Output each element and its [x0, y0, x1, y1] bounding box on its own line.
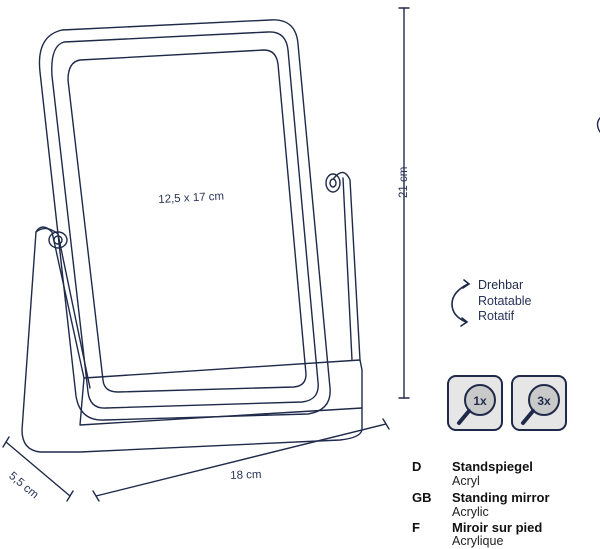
product-material: Acryl: [452, 474, 480, 488]
product-title: Standspiegel: [452, 459, 533, 474]
language-code: D: [412, 459, 422, 474]
left-bracket: [35, 227, 91, 389]
magnifier-icon: [457, 384, 496, 425]
product-title: Standing mirror: [452, 490, 550, 505]
product-material: Acrylic: [452, 505, 489, 519]
language-code: GB: [412, 490, 432, 505]
rotation-line: Drehbar: [478, 278, 524, 292]
right-bracket: [333, 171, 361, 361]
rotation-info: Drehbar Rotatable Rotatif: [478, 278, 532, 325]
depth-dimension-line: [5, 441, 71, 497]
magnification-label: 3x: [537, 394, 551, 408]
width-dimension-line: [95, 423, 387, 497]
mirror-base-top: [79, 377, 363, 426]
height-label: 21 cm: [398, 166, 410, 198]
mirror-base: [21, 226, 363, 453]
right-pivot: [325, 173, 341, 193]
product-title: Miroir sur pied: [452, 520, 543, 535]
rotation-line: Rotatif: [478, 309, 515, 323]
product-material: Acrylique: [452, 534, 504, 548]
magnifier-1x-badge: 1x: [447, 375, 503, 431]
magnifier-3x-badge: 3x: [511, 375, 567, 431]
rotation-line: Rotatable: [478, 293, 532, 308]
magnification-label: 1x: [473, 394, 487, 408]
magnifier-icon: [521, 384, 560, 425]
language-code: F: [412, 520, 420, 535]
rotate-arrows-icon: [451, 279, 471, 327]
width-label: 18 cm: [230, 468, 262, 482]
mirror-frame: [38, 19, 331, 421]
mirror-glass: [67, 49, 307, 393]
left-pivot: [48, 231, 68, 249]
